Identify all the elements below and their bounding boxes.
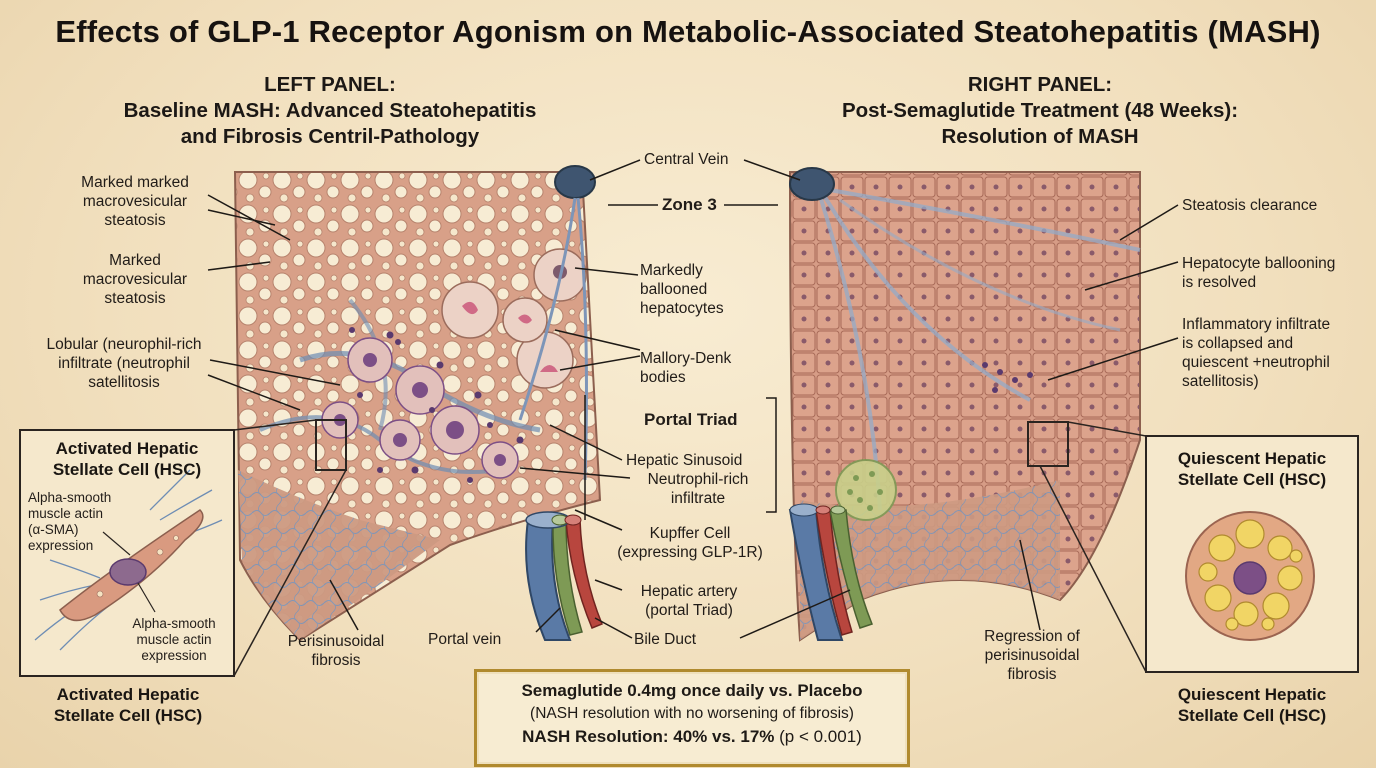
label-kupffer-cell: Kupffer Cell (expressing GLP-1R) bbox=[617, 525, 763, 561]
label-mallory-denk-bodies: Mallory-Denk bodies bbox=[640, 350, 732, 386]
left-panel-heading: LEFT PANEL: Baseline MASH: Advanced Stea… bbox=[40, 72, 620, 150]
left-zoom-marker bbox=[315, 419, 347, 471]
result-line-1: Semaglutide 0.4mg once daily vs. Placebo bbox=[521, 681, 863, 700]
right-portal-vessels bbox=[788, 503, 873, 641]
right-zoom-marker bbox=[1027, 421, 1069, 467]
label-ballooning-resolved: Hepatocyte ballooning is resolved bbox=[1182, 255, 1336, 291]
result-line-3: NASH Resolution: 40% vs. 17% (p < 0.001) bbox=[522, 727, 862, 746]
left-portal-vessels bbox=[525, 511, 603, 641]
quiescent-hsc-caption: Quiescent Hepatic Stellate Cell (HSC) bbox=[1177, 685, 1327, 725]
page-title: Effects of GLP-1 Receptor Agonism on Met… bbox=[55, 14, 1321, 49]
quiescent-hsc-drawing bbox=[1185, 511, 1315, 641]
label-steatosis-clearance: Steatosis clearance bbox=[1182, 197, 1318, 214]
label-hepatic-artery: Hepatic artery (portal Triad) bbox=[640, 583, 738, 619]
left-heading-line1: LEFT PANEL: bbox=[264, 73, 396, 96]
label-steatosis-1: Marked marked macrovesicular steatosis bbox=[81, 174, 189, 229]
label-central-vein: Central Vein bbox=[644, 151, 729, 168]
label-bile-duct: Bile Duct bbox=[634, 631, 697, 648]
left-tissue-block bbox=[233, 165, 602, 642]
result-line-2: (NASH resolution with no worsening of fi… bbox=[530, 705, 854, 722]
label-inflammatory-infiltrate: Inflammatory infiltrate is collapsed and… bbox=[1182, 316, 1331, 390]
label-hepatic-sinusoid: Hepatic Sinusoid bbox=[626, 452, 743, 469]
right-heading-line2: Post-Semaglutide Treatment (48 Weeks): bbox=[841, 99, 1239, 122]
right-tissue-block bbox=[788, 167, 1141, 642]
central-vein-right bbox=[789, 167, 835, 201]
leader-lines bbox=[207, 159, 1179, 639]
label-lobular-infiltrate: Lobular (neurophil-rich infiltrate (neut… bbox=[46, 336, 202, 391]
activated-hsc-drawing bbox=[34, 469, 223, 651]
central-vein-left bbox=[554, 165, 596, 199]
quiescent-hsc-box-title: Quiescent Hepatic Stellate Cell (HSC) bbox=[1177, 449, 1327, 489]
trial-result-box: Semaglutide 0.4mg once daily vs. Placebo… bbox=[474, 669, 910, 767]
right-panel-heading: RIGHT PANEL: Post-Semaglutide Treatment … bbox=[760, 72, 1320, 150]
right-heading-line1: RIGHT PANEL: bbox=[967, 73, 1113, 96]
activated-hsc-box-title: Activated Hepatic Stellate Cell (HSC) bbox=[52, 439, 202, 479]
label-portal-triad: Portal Triad bbox=[644, 410, 738, 429]
label-neutrophil-infiltrate: Neutrophil-rich infiltrate bbox=[647, 471, 749, 507]
left-heading-line3: and Fibrosis Centril-Pathology bbox=[180, 125, 480, 148]
label-asma-expression-1: Alpha-smooth muscle actin (α-SMA) expres… bbox=[28, 490, 112, 553]
label-ballooned-hepatocytes: Markedly ballooned hepatocytes bbox=[640, 262, 724, 317]
label-regression-fibrosis: Regression of perisinusoidal fibrosis bbox=[984, 628, 1080, 683]
left-heading-line2: Baseline MASH: Advanced Steatohepatitis bbox=[123, 99, 537, 122]
label-steatosis-2: Marked macrovesicular steatosis bbox=[82, 252, 188, 307]
label-asma-expression-2: Alpha-smooth muscle actin expression bbox=[132, 616, 216, 663]
label-portal-vein: Portal vein bbox=[428, 631, 502, 648]
activated-hsc-caption: Activated Hepatic Stellate Cell (HSC) bbox=[53, 685, 203, 725]
right-heading-line3: Resolution of MASH bbox=[941, 125, 1139, 148]
label-perisinusoidal-fibrosis: Perisinusoidal fibrosis bbox=[287, 633, 385, 669]
label-zone-3: Zone 3 bbox=[662, 195, 717, 214]
